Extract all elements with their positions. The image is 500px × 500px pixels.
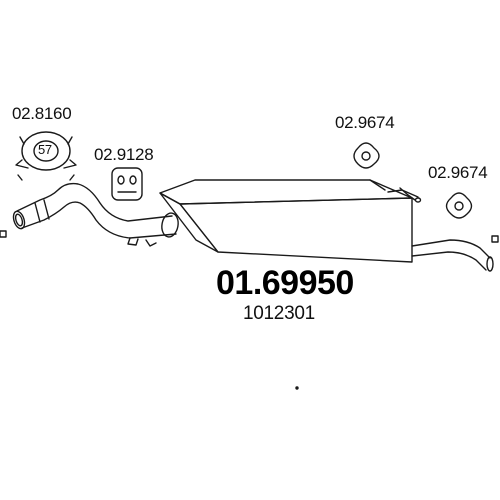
- stray-dot: [295, 386, 299, 390]
- left-edge-marker: [0, 230, 7, 238]
- hanger-2-icon: [445, 192, 473, 219]
- rubber-mount-part-number: 02.9128: [94, 145, 154, 164]
- silencer-reference-number: 1012301: [243, 303, 315, 324]
- clamp-size-label: 57: [38, 142, 52, 157]
- hanger-1-icon: [353, 142, 380, 169]
- clamp-icon: [15, 131, 77, 181]
- inlet-flange: [161, 212, 179, 238]
- hanger-1-part-number: 02.9674: [335, 113, 395, 132]
- inlet-pipe: [12, 182, 177, 247]
- silencer-part-number: 01.69950: [216, 264, 354, 302]
- right-edge-marker: [491, 235, 499, 243]
- clamp-part-number: 02.8160: [12, 104, 72, 123]
- tailpipe: [411, 239, 494, 272]
- hanger-2-part-number: 02.9674: [428, 163, 488, 182]
- silencer-body: [159, 179, 422, 263]
- rubber-mount-icon: [111, 167, 143, 201]
